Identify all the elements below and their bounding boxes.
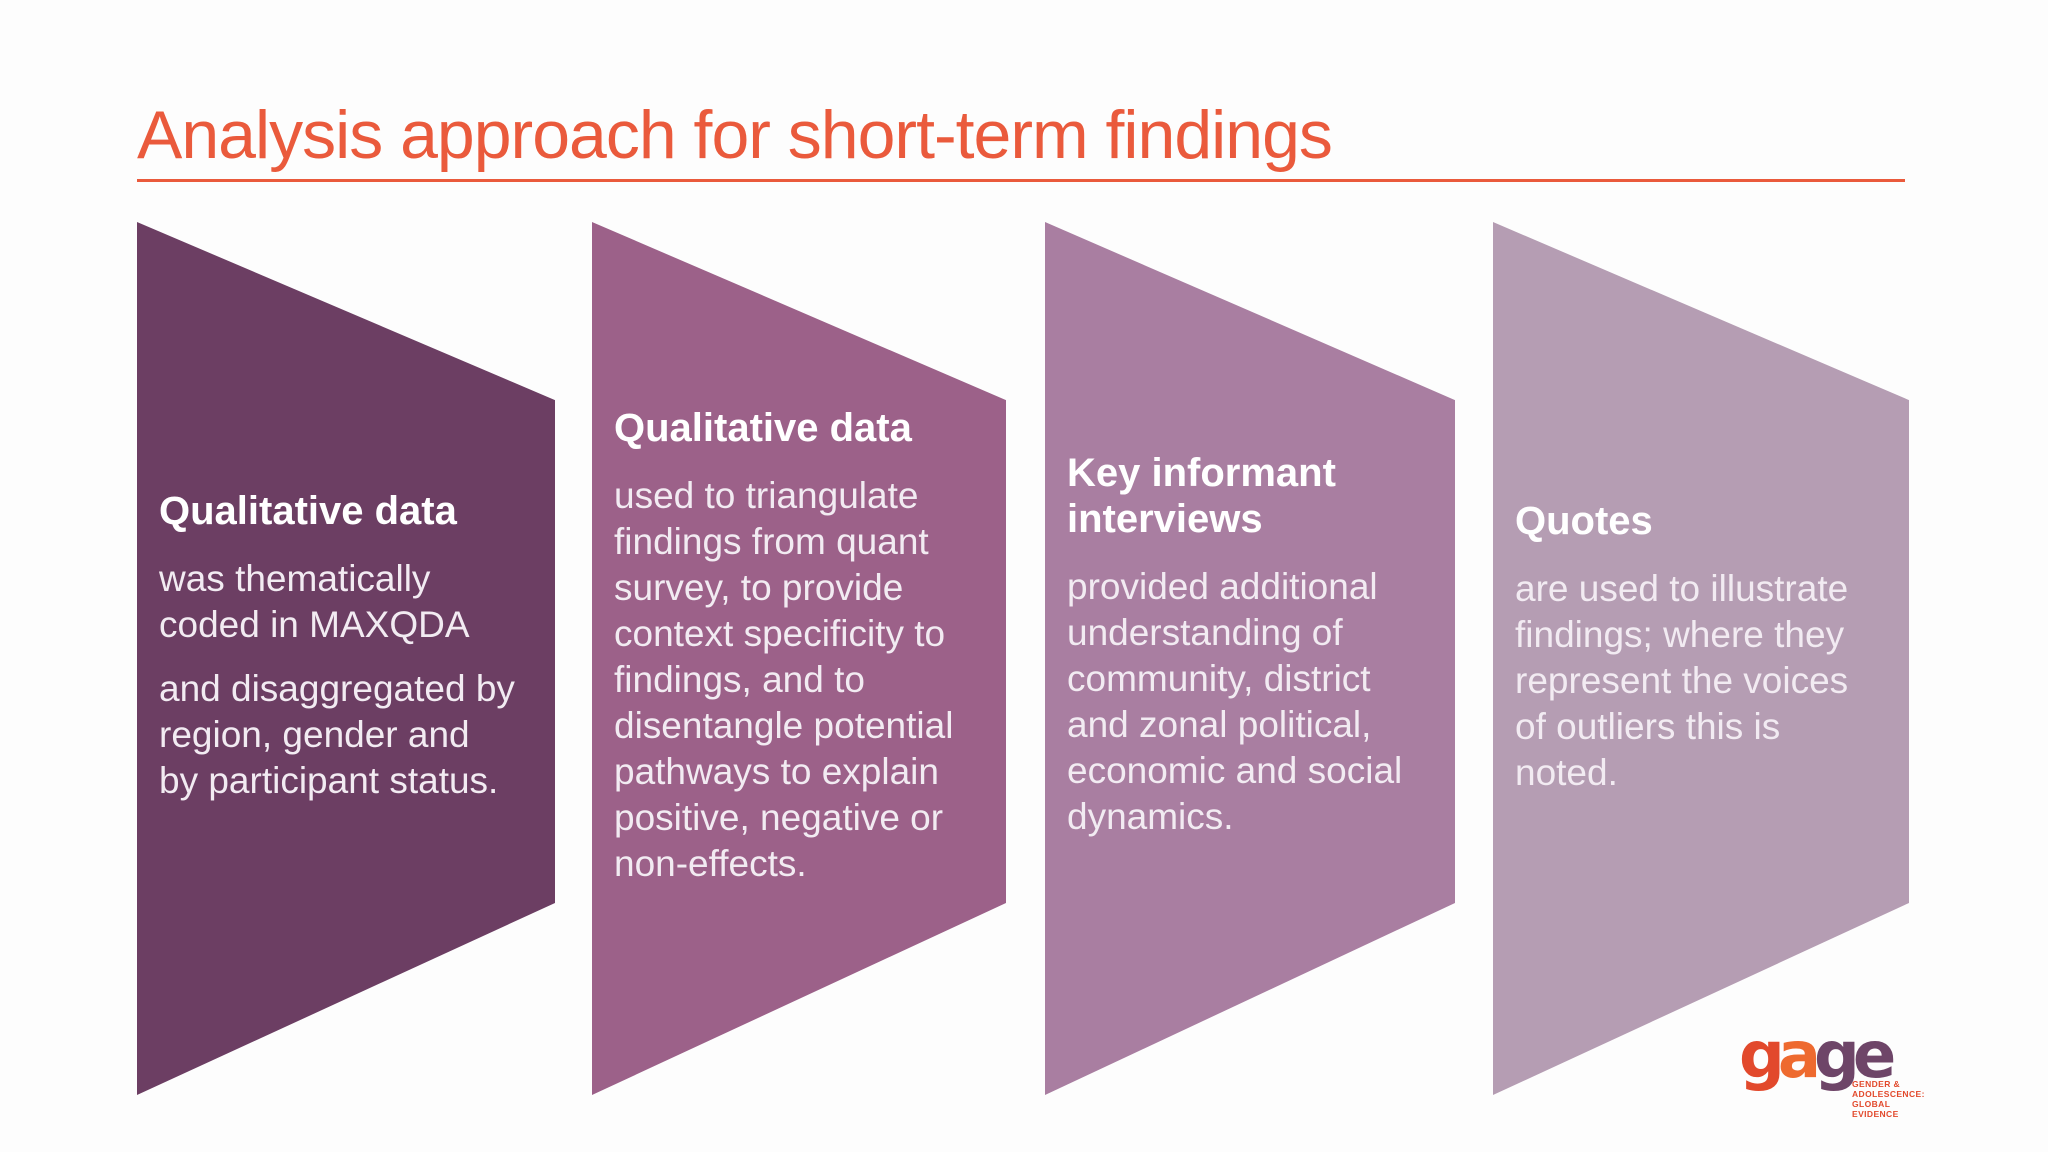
panel-text-block: Quotes are used to illustrate findings; …: [1515, 222, 1897, 796]
logo-letter-a: a: [1777, 1019, 1821, 1093]
logo-letter-e: e: [1852, 1019, 1896, 1093]
panel-heading: Qualitative data: [614, 406, 912, 450]
panel-paragraph: was thematically coded in MAXQDA: [159, 558, 470, 645]
panel-heading: Key informant interviews: [1067, 451, 1336, 541]
panel-quotes: Quotes are used to illustrate findings; …: [1493, 222, 1909, 1095]
page-title: Analysis approach for short-term finding…: [137, 96, 1333, 173]
panel-qualitative-data-triangulation: Qualitative data used to triangulate fin…: [592, 222, 1006, 1095]
panel-text-block: Qualitative data used to triangulate fin…: [614, 222, 994, 887]
panel-paragraph: and disaggregated by region, gender and …: [159, 668, 515, 801]
logo-letter-g2: g: [1814, 1019, 1860, 1093]
title-underline: [137, 179, 1905, 182]
panel-text-block: Key informant interviews provided additi…: [1067, 222, 1443, 840]
gage-tagline: GENDER & ADOLESCENCE: GLOBAL EVIDENCE: [1852, 1079, 1925, 1119]
gage-wordmark: gage: [1739, 1024, 1896, 1088]
logo-letter-g1: g: [1739, 1019, 1785, 1093]
panel-heading: Qualitative data: [159, 489, 457, 533]
panel-qualitative-data-coding: Qualitative data was thematically coded …: [137, 222, 555, 1095]
panel-paragraph: provided additional understanding of com…: [1067, 566, 1403, 837]
gage-logo: gage GENDER & ADOLESCENCE: GLOBAL EVIDEN…: [1739, 1014, 1939, 1124]
panel-heading: Quotes: [1515, 499, 1653, 543]
panel-paragraph: used to triangulate findings from quant …: [614, 475, 954, 884]
panel-text-block: Qualitative data was thematically coded …: [159, 222, 543, 804]
panel-paragraph: are used to illustrate findings; where t…: [1515, 568, 1849, 793]
panel-key-informant-interviews: Key informant interviews provided additi…: [1045, 222, 1455, 1095]
